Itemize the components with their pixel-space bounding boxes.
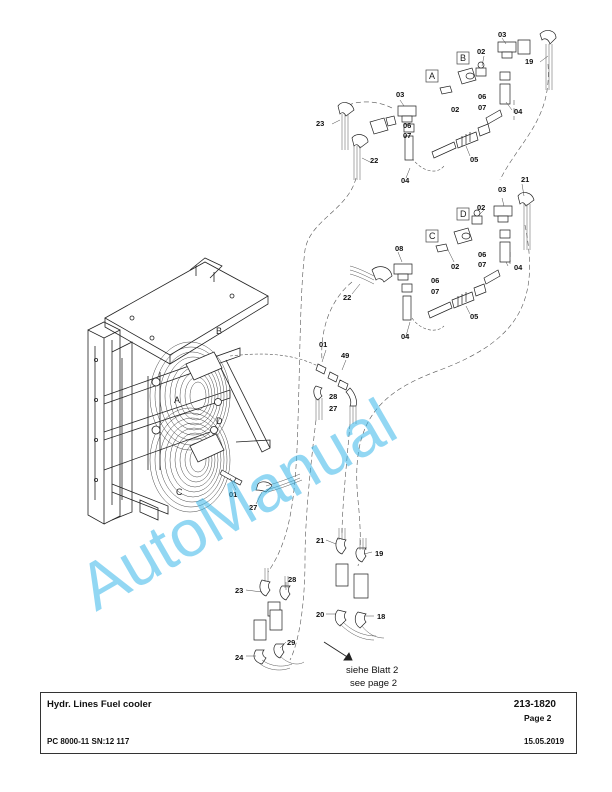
callout-label: 06 [431, 276, 439, 285]
callout-label: 06 [478, 92, 486, 101]
callout-label: 18 [377, 612, 385, 621]
callout-leaders [229, 37, 549, 657]
sheet-number: 213-1820 [513, 699, 556, 710]
hose-19 [545, 44, 553, 90]
callout-label: 04 [514, 107, 523, 116]
hose-27-lower [265, 473, 303, 493]
callout-label: 49 [341, 351, 349, 360]
coil-headers [151, 351, 225, 463]
callout-label: 04 [401, 176, 410, 185]
callout-label: 04 [514, 263, 523, 272]
continuation-arrow [323, 641, 353, 661]
callout-label: 20 [316, 610, 324, 619]
callout-label: 04 [401, 332, 410, 341]
continuation-note-en: see page 2 [350, 678, 397, 689]
box-letter: B [460, 53, 466, 63]
cooler-port-letter: B [216, 326, 222, 336]
valve-group-upper [337, 30, 557, 161]
callout-label: 21 [316, 536, 324, 545]
callout-label: 02 [451, 105, 459, 114]
cooler-port-fittings [219, 363, 357, 493]
box-letter: D [460, 209, 467, 219]
callout-label: 07 [431, 287, 439, 296]
cooler-port-letter: C [176, 487, 183, 497]
callout-label: 03 [498, 30, 506, 39]
callout-label: 02 [451, 262, 459, 271]
callout-label: 27 [329, 404, 337, 413]
hose-22-lower [349, 265, 375, 285]
bottom-hoses [257, 528, 385, 671]
hose-28-upper [349, 406, 357, 424]
sheet-date: 15.05.2019 [524, 737, 565, 746]
box-letter: A [429, 71, 435, 81]
valve-group-lower [371, 192, 535, 321]
box-frames [425, 51, 470, 243]
hose-22-upper [353, 146, 361, 180]
bottom-connections [253, 537, 369, 665]
callout-label: 02 [477, 47, 485, 56]
callout-label: 01 [229, 490, 237, 499]
callout-label: 19 [375, 549, 383, 558]
callout-label: 08 [395, 244, 403, 253]
continuation-note-de: siehe Blatt 2 [346, 665, 398, 676]
sheet-title: Hydr. Lines Fuel cooler [47, 699, 152, 710]
callout-label: 28 [288, 575, 296, 584]
callout-label: 22 [370, 156, 378, 165]
callout-label: 07 [478, 103, 486, 112]
routing-lines [229, 63, 549, 661]
callout-label: 07 [478, 260, 486, 269]
sheet-page: Page 2 [524, 713, 552, 723]
callout-label: 28 [329, 392, 337, 401]
callout-label: 23 [316, 119, 324, 128]
callout-label: 01 [319, 340, 327, 349]
hose-23 [341, 114, 349, 150]
callout-label: 06 [478, 250, 486, 259]
callout-labels: 03 19 02 B A 03 06 07 02 04 23 06 07 22 … [174, 30, 533, 662]
fuel-cooler-assembly [87, 257, 271, 525]
callout-label: 19 [525, 57, 533, 66]
machine-model: PC 8000-11 SN:12 117 [47, 737, 130, 746]
callout-label: 23 [235, 586, 243, 595]
callout-label: 06 [403, 121, 411, 130]
callout-label: 03 [396, 90, 404, 99]
callout-label: 29 [287, 638, 295, 647]
callout-label: 05 [470, 155, 478, 164]
callout-label: 22 [343, 293, 351, 302]
cooler-port-letter: A [174, 395, 180, 405]
callout-label: 05 [470, 312, 478, 321]
hose-27-upper [315, 398, 323, 420]
callout-label: 27 [249, 503, 257, 512]
callout-label: 07 [403, 131, 411, 140]
title-block: Hydr. Lines Fuel cooler 213-1820 Page 2 … [40, 692, 577, 754]
callout-label: 21 [521, 175, 529, 184]
callout-label: 02 [477, 203, 485, 212]
box-letter: C [429, 231, 436, 241]
callout-label: 24 [235, 653, 244, 662]
hose-21 [523, 204, 531, 250]
cooler-port-letter: D [216, 416, 223, 426]
callout-label: 03 [498, 185, 506, 194]
